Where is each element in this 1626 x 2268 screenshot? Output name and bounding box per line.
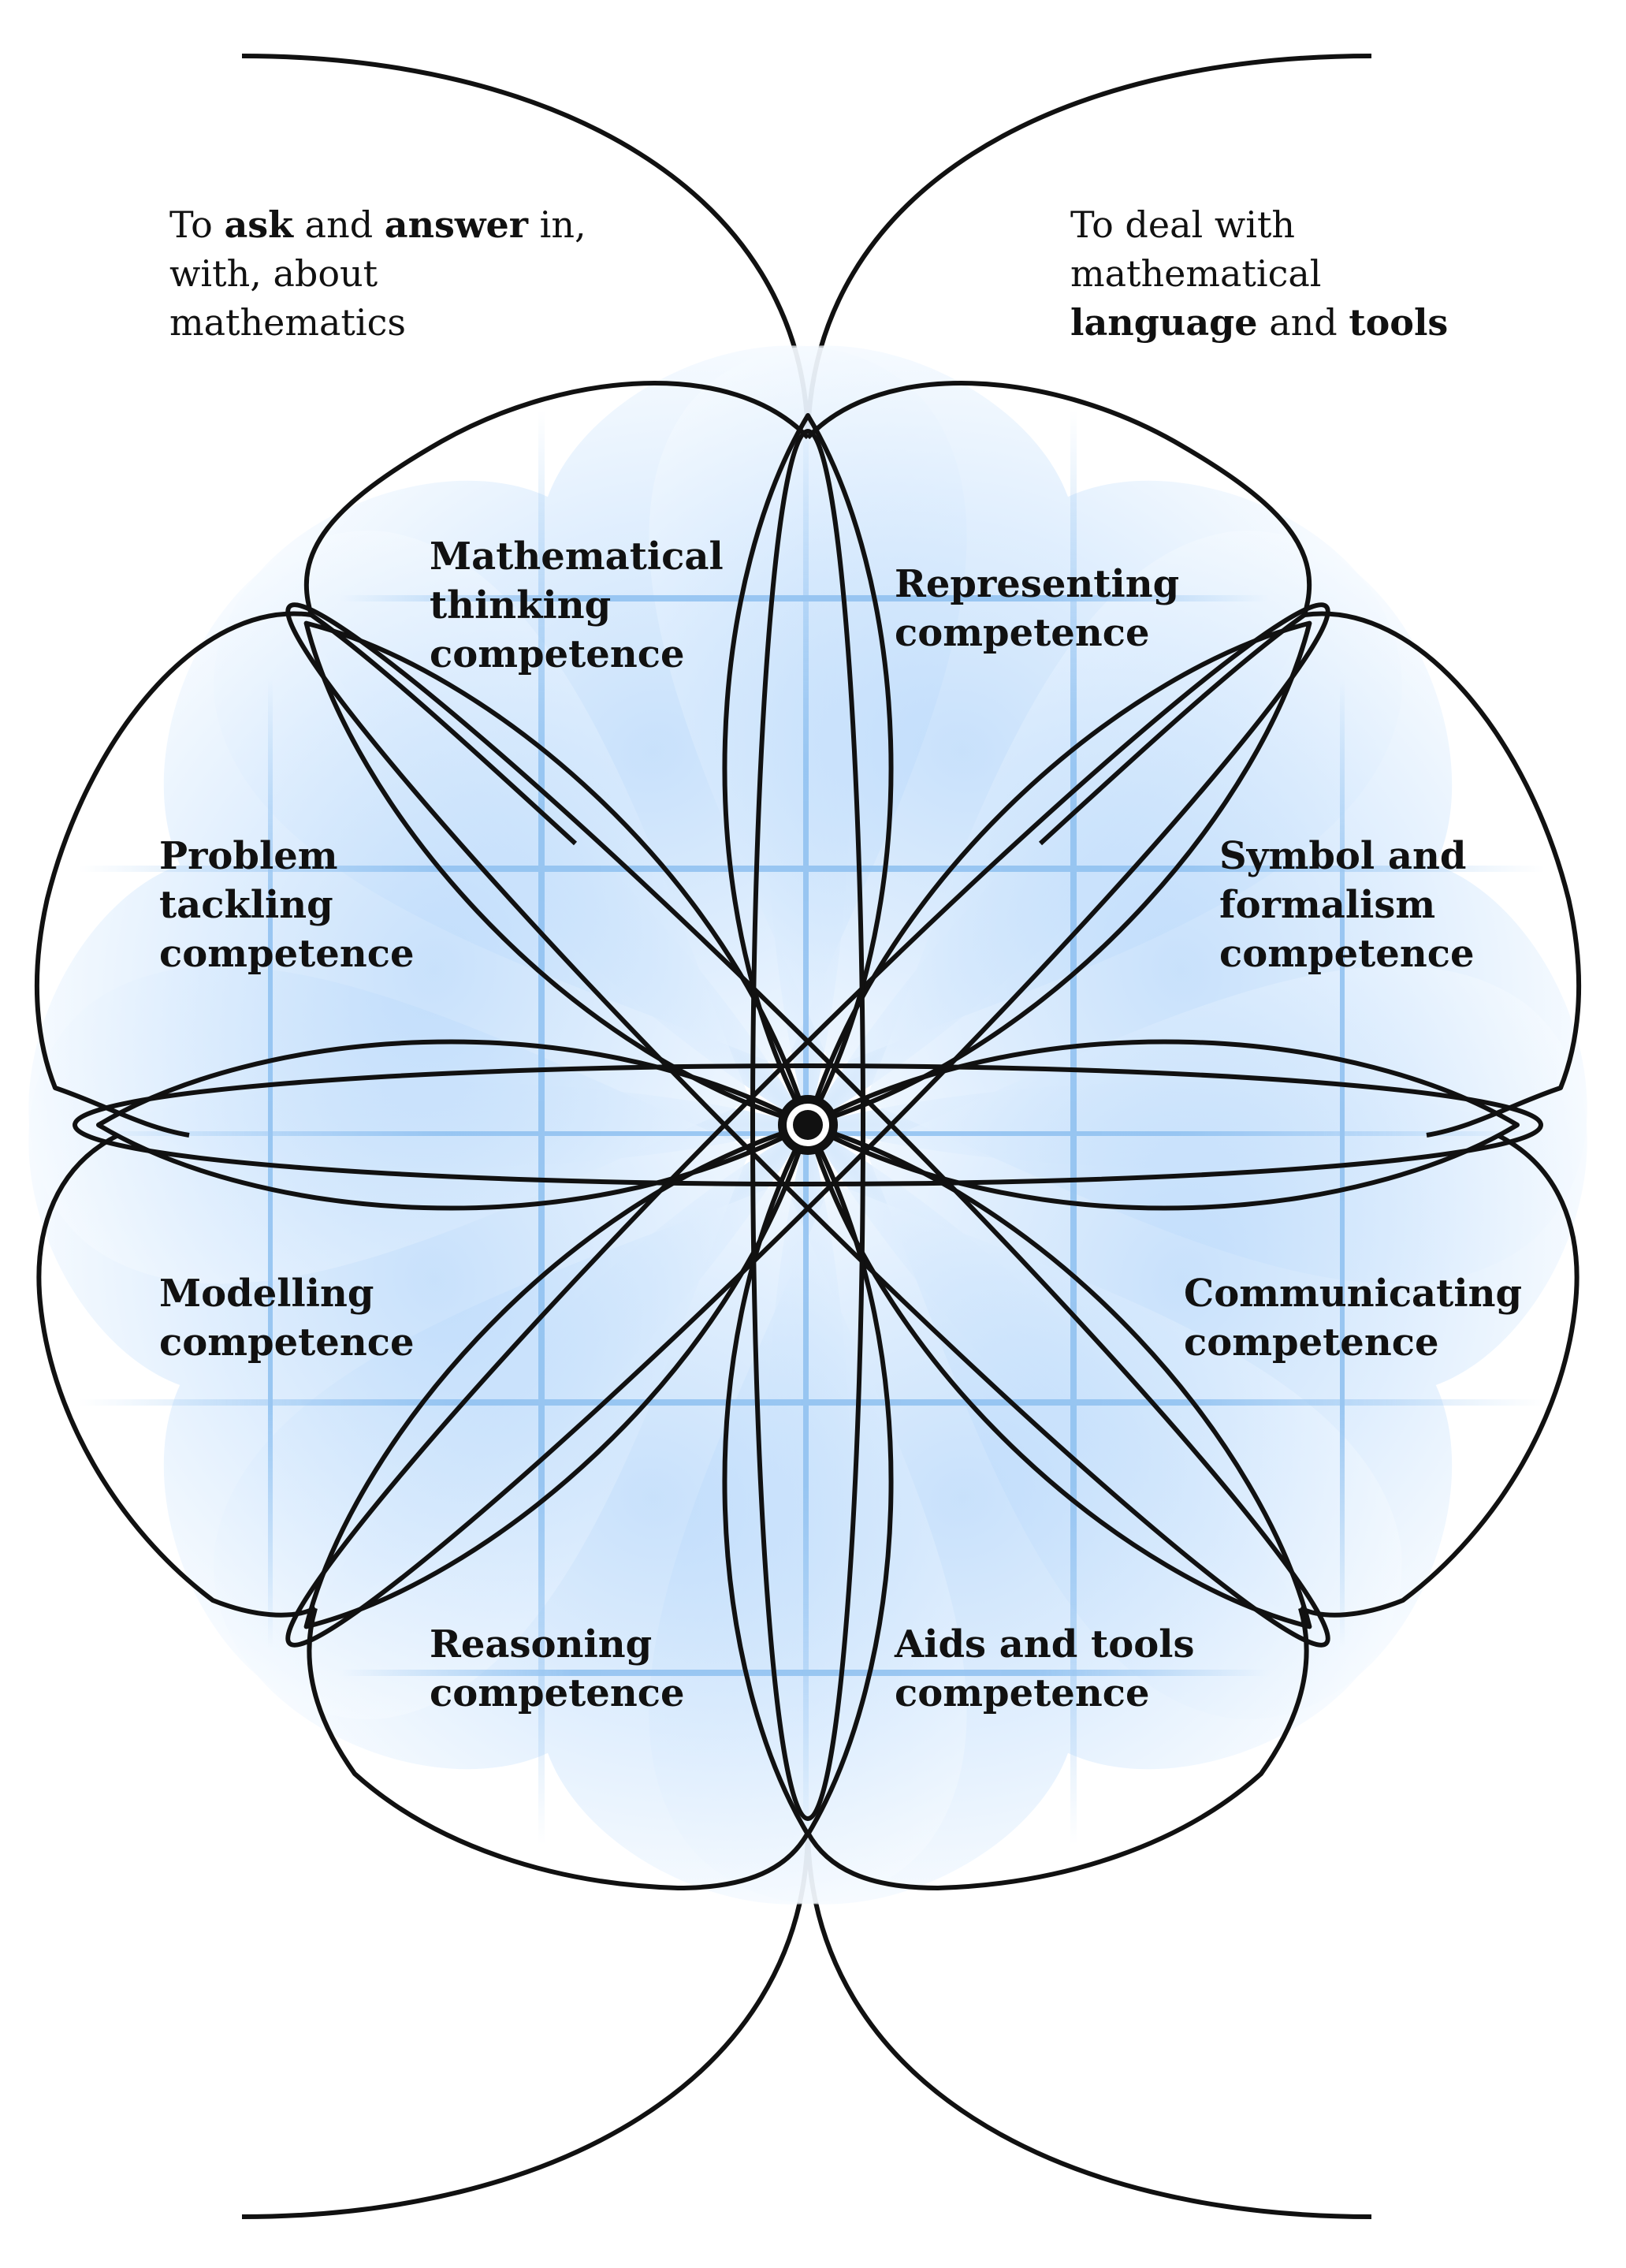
label-line: competence (1184, 1320, 1439, 1365)
caption-right-line2: mathematical (1070, 252, 1322, 295)
label-communicating-competence: Communicating competence (1184, 1269, 1522, 1367)
outer-arcs (241, 54, 1372, 2219)
grid-h-4 (79, 1399, 1545, 1406)
caption-text: in, (528, 203, 586, 246)
caption-language-tools: To deal with mathematical language and t… (1070, 200, 1448, 347)
label-line: competence (430, 632, 685, 676)
caption-left-line2: with, about (169, 252, 378, 295)
label-line: competence (159, 932, 415, 976)
outer-arc-top-left (241, 54, 810, 438)
axis-ellipse-1 (285, 602, 1330, 1648)
outer-scallop-1 (806, 381, 1312, 846)
label-modelling-competence: Modelling competence (159, 1269, 415, 1367)
caption-bold-tools: tools (1349, 301, 1449, 344)
label-line: Modelling (159, 1272, 374, 1316)
grid-v-5 (1340, 678, 1345, 1648)
lobe-fill-7 (28, 531, 751, 1284)
label-line: formalism (1219, 883, 1436, 927)
caption-text: and (1257, 301, 1349, 344)
outer-scallop-5 (1299, 1133, 1579, 1618)
label-line: thinking (430, 583, 612, 628)
label-line: competence (895, 1671, 1150, 1715)
label-symbol-formalism-competence: Symbol and formalism competence (1219, 832, 1475, 978)
grid-h-5 (339, 1670, 1269, 1676)
label-line: Reasoning (430, 1622, 653, 1667)
caption-left-line1: To ask and answer in, (169, 200, 586, 249)
caption-text: To (169, 203, 225, 246)
label-mathematical-thinking-competence: Mathematical thinking competence (430, 532, 724, 679)
caption-right-line3: language and tools (1070, 298, 1448, 347)
outer-arc-top-right (806, 54, 1372, 438)
grid-h-1 (339, 595, 1269, 601)
label-line: competence (430, 1671, 685, 1715)
label-line: Mathematical (430, 534, 724, 579)
outer-scallop-7 (806, 1607, 1309, 1890)
label-line: Aids and tools (895, 1622, 1195, 1667)
label-representing-competence: Representing competence (895, 560, 1179, 657)
outer-scallop-2 (34, 611, 312, 1138)
axis-ellipse-2 (285, 602, 1330, 1648)
axis-ellipse-0 (73, 1063, 1543, 1186)
label-reasoning-competence: Reasoning competence (430, 1620, 685, 1718)
caption-ask-answer: To ask and answer in, with, about mathem… (169, 200, 586, 347)
outer-scallop-3 (1304, 611, 1582, 1138)
label-line: Communicating (1184, 1272, 1523, 1316)
outer-scallop-4 (36, 1133, 317, 1618)
outer-scallop-0 (303, 381, 810, 846)
label-line: Symbol and (1219, 834, 1467, 878)
label-line: tackling (159, 883, 333, 927)
label-line: competence (1219, 932, 1475, 976)
label-aids-tools-competence: Aids and tools competence (895, 1620, 1195, 1718)
caption-left-line3: mathematics (169, 301, 406, 344)
outer-arc-bottom-left (241, 1832, 810, 2219)
axis-ellipse-3 (750, 429, 865, 1821)
label-line: competence (895, 611, 1150, 655)
caption-bold-ask: ask (224, 203, 294, 246)
label-problem-tackling-competence: Problem tackling competence (159, 832, 415, 978)
label-line: Representing (895, 562, 1180, 606)
grid-v-2 (538, 410, 545, 1845)
grid-h-2 (79, 866, 1545, 872)
center-node (778, 1095, 838, 1155)
label-line: Problem (159, 834, 338, 878)
label-line: competence (159, 1320, 415, 1365)
caption-text: and (293, 203, 385, 246)
caption-bold-language: language (1070, 301, 1258, 344)
outer-scallop-6 (307, 1607, 810, 1890)
grid-v-4 (1070, 410, 1077, 1845)
caption-right-line1: To deal with (1070, 203, 1296, 246)
outer-arc-bottom-right (806, 1832, 1372, 2219)
caption-bold-answer: answer (384, 203, 529, 246)
